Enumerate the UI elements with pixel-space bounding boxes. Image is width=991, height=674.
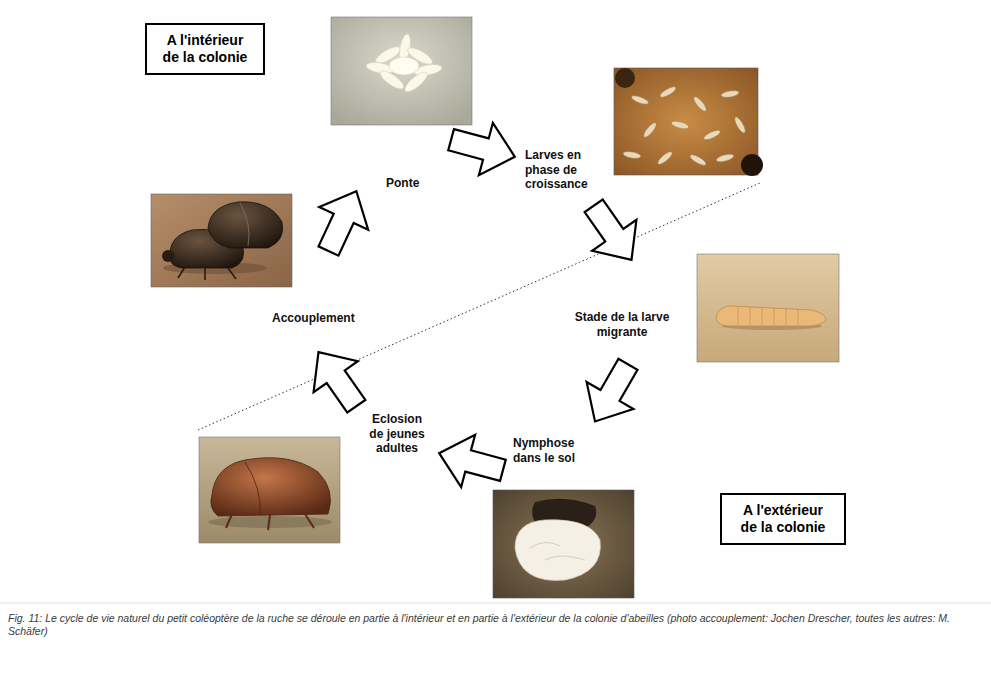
region-label: A l'intérieur de la colonie [159, 32, 251, 66]
stage-label: Stade de la larve migrante [574, 310, 670, 339]
cycle-arrow [432, 427, 510, 496]
stage-label: Eclosion de jeunes adultes [364, 412, 430, 456]
stage-label: Larves en phase de croissance [525, 148, 597, 192]
migrating-larva-photo [697, 254, 839, 362]
cycle-arrow [572, 190, 654, 275]
young-adult-photo [199, 437, 340, 543]
region-box: A l'intérieur de la colonie [145, 23, 265, 75]
stage-label: Ponte [386, 176, 446, 191]
region-box: A l'extérieur de la colonie [720, 493, 846, 545]
figure-caption: Fig. 11: Le cycle de vie naturel du peti… [8, 612, 980, 638]
pupa-photo [493, 490, 634, 598]
cycle-arrow [304, 180, 381, 263]
caption-rule [0, 603, 991, 604]
stage-label: Nymphose dans le sol [513, 436, 587, 465]
cycle-arrow [444, 114, 522, 183]
mating-photo [151, 194, 292, 287]
eggs-photo [331, 17, 472, 125]
cycle-arrow [572, 351, 652, 435]
cycle-arrow [296, 337, 378, 422]
cycle-arrows [296, 114, 653, 497]
region-label: A l'extérieur de la colonie [734, 502, 832, 536]
larvae-photo [614, 68, 763, 176]
stage-label: Accouplement [272, 311, 372, 326]
